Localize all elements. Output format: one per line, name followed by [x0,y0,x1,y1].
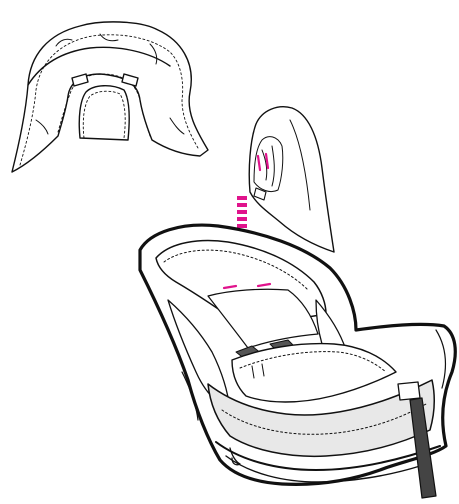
insert-side-view [249,107,334,252]
car-seat [140,225,455,498]
head-pillow [12,22,208,172]
